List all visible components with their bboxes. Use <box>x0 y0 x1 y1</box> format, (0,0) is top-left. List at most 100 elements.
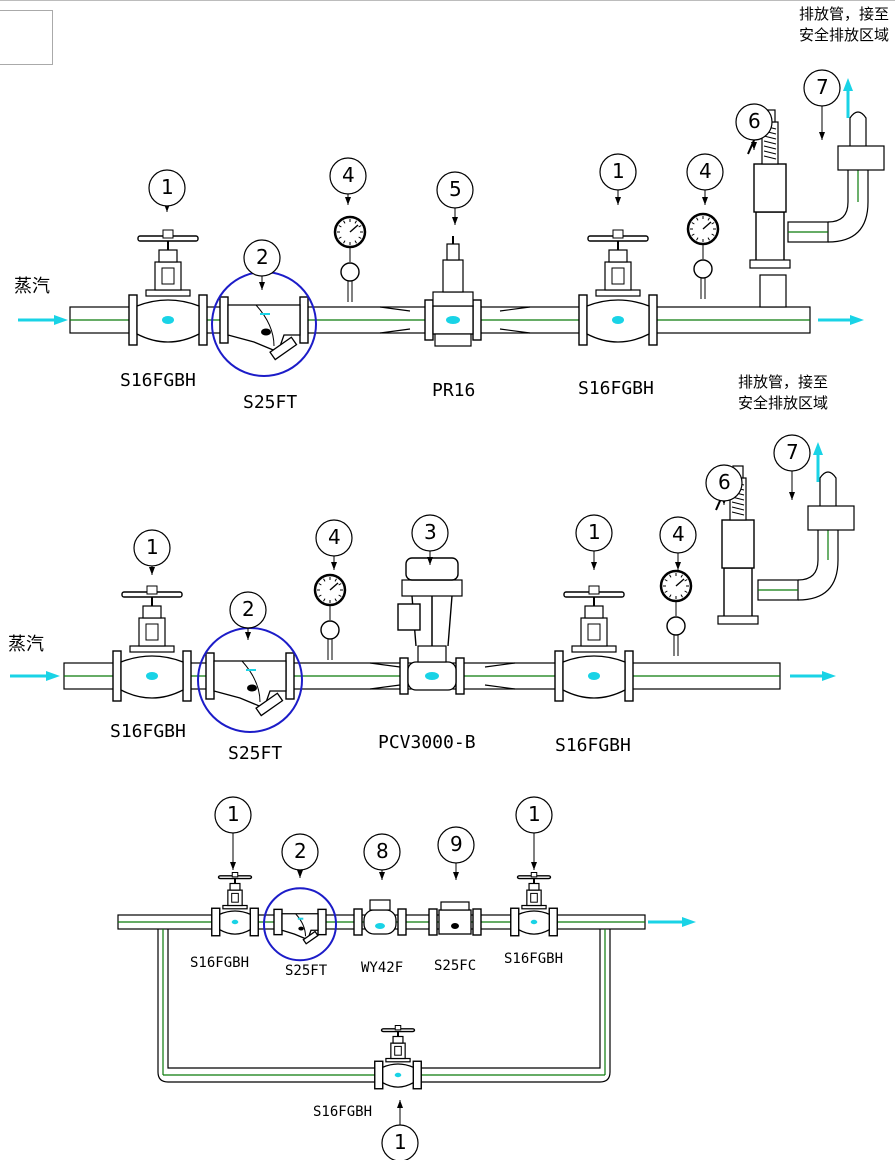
y-strainer-row3 <box>263 887 337 962</box>
gauge-tick <box>680 594 683 598</box>
cv-positioner <box>397 603 421 631</box>
leader-arrowhead <box>331 562 337 570</box>
leader-arrowhead <box>819 132 825 140</box>
strainer-cover <box>440 901 470 911</box>
sv-spring <box>731 506 745 511</box>
isolation-valve-2 <box>554 585 634 702</box>
leader-arrowhead <box>591 562 597 570</box>
drain-note-row1: 排放管，接至 安全排放区域 <box>799 4 889 46</box>
valve-flange-right <box>249 907 259 937</box>
gland <box>392 1035 404 1044</box>
pressure-gauge-upstream-row1 <box>333 215 367 302</box>
sv-spring <box>763 145 777 150</box>
yoke-window <box>231 892 239 903</box>
prv-disc <box>446 316 460 324</box>
gland <box>528 882 540 891</box>
valve-flange-right <box>624 650 634 702</box>
vent-arrow <box>813 442 823 482</box>
valve-flange-right <box>198 294 208 346</box>
callout-bubble <box>133 529 171 567</box>
y-strainer-row1 <box>211 271 317 377</box>
flow-arrow-head <box>46 671 60 681</box>
strainer-body <box>227 304 301 353</box>
callout-leader <box>427 551 433 565</box>
outlet-flow-arrow-row1 <box>818 315 864 325</box>
cv-flange-left <box>399 657 409 695</box>
callout-number: 1 <box>227 802 240 826</box>
callout-number: 4 <box>699 159 712 183</box>
model-label: S25FT <box>243 392 298 413</box>
pressure-gauge-upstream-row2 <box>313 573 347 660</box>
gauge-tick <box>343 220 346 224</box>
cv-bonnet <box>417 645 447 663</box>
callout-number: 7 <box>816 75 829 99</box>
check-valve-body <box>363 909 397 935</box>
callout-number: 1 <box>612 159 625 183</box>
cv-actuator-dome <box>405 557 459 581</box>
gauge-tick <box>323 598 326 602</box>
callout-number: 1 <box>146 535 159 559</box>
yoke-window <box>587 623 601 641</box>
leader-arrowhead <box>379 872 385 880</box>
gauge-tick <box>711 222 715 225</box>
gland <box>142 605 162 619</box>
reducer-wall <box>369 662 401 690</box>
drain-note-line2: 安全排放区域 <box>798 26 889 44</box>
isolation-valve-1 <box>128 229 208 346</box>
yoke-window <box>530 892 538 903</box>
drip-pan-elbow <box>807 505 855 531</box>
callout-leader <box>531 833 537 870</box>
top-border <box>0 0 895 1</box>
prv-flange-left <box>424 299 434 341</box>
drip-pan-elbow <box>837 145 885 171</box>
leader-arrowhead <box>345 197 351 205</box>
gauge-tick <box>358 236 362 239</box>
callout-number: 4 <box>328 525 341 549</box>
check-valve-cover <box>369 899 391 911</box>
callout-number: 8 <box>376 839 389 863</box>
sv-spring <box>763 150 777 155</box>
valve-disc <box>588 672 600 680</box>
leader-arrowhead <box>675 562 681 570</box>
strainer-screen <box>295 913 306 937</box>
medium-label-row2: 蒸汽 <box>8 634 44 655</box>
valve-disc <box>394 1072 402 1078</box>
leader-arrowhead <box>230 862 236 870</box>
callout-bubble <box>686 153 724 191</box>
sv-inlet-body <box>755 211 785 263</box>
leader-arrowhead <box>453 872 459 880</box>
valve-flange-right <box>472 908 482 936</box>
callout-leader <box>379 870 385 880</box>
callout-number: 1 <box>528 802 541 826</box>
gauge-tick <box>696 217 699 221</box>
drain-note-line1: 排放管，接至 <box>798 5 889 23</box>
callout-leader <box>331 556 337 570</box>
cv-actuator-lower <box>401 579 463 597</box>
gauge-tick <box>338 236 342 239</box>
callout-bubble <box>773 434 811 472</box>
sv-inlet-body <box>723 567 753 619</box>
siphon-coil <box>693 259 713 279</box>
valve-disc <box>146 672 158 680</box>
valve-disc <box>231 919 239 925</box>
strainer-screen <box>241 660 261 703</box>
siphon-coil <box>340 262 360 282</box>
vent-arrow-head <box>813 442 823 455</box>
strainer-body <box>438 909 472 935</box>
vent-pipe-row2 <box>757 471 855 601</box>
vent-arrow <box>843 78 853 118</box>
model-label: S16FGBH <box>504 951 564 967</box>
valve-flange-left <box>510 907 520 937</box>
drain-plug <box>451 923 459 929</box>
model-label: S25FT <box>228 743 283 764</box>
sv-flange <box>717 615 759 625</box>
valve-flange-left <box>353 908 363 936</box>
outlet-flow-arrow-row3 <box>648 917 696 927</box>
strainer-flange-right <box>299 296 309 344</box>
prv-flange-right <box>472 299 482 341</box>
flow-arrow-head <box>682 917 696 927</box>
gland <box>229 882 241 891</box>
valve-flange-right <box>648 294 658 346</box>
callout-number: 1 <box>394 1130 407 1154</box>
strainer-flange-right <box>317 908 327 936</box>
